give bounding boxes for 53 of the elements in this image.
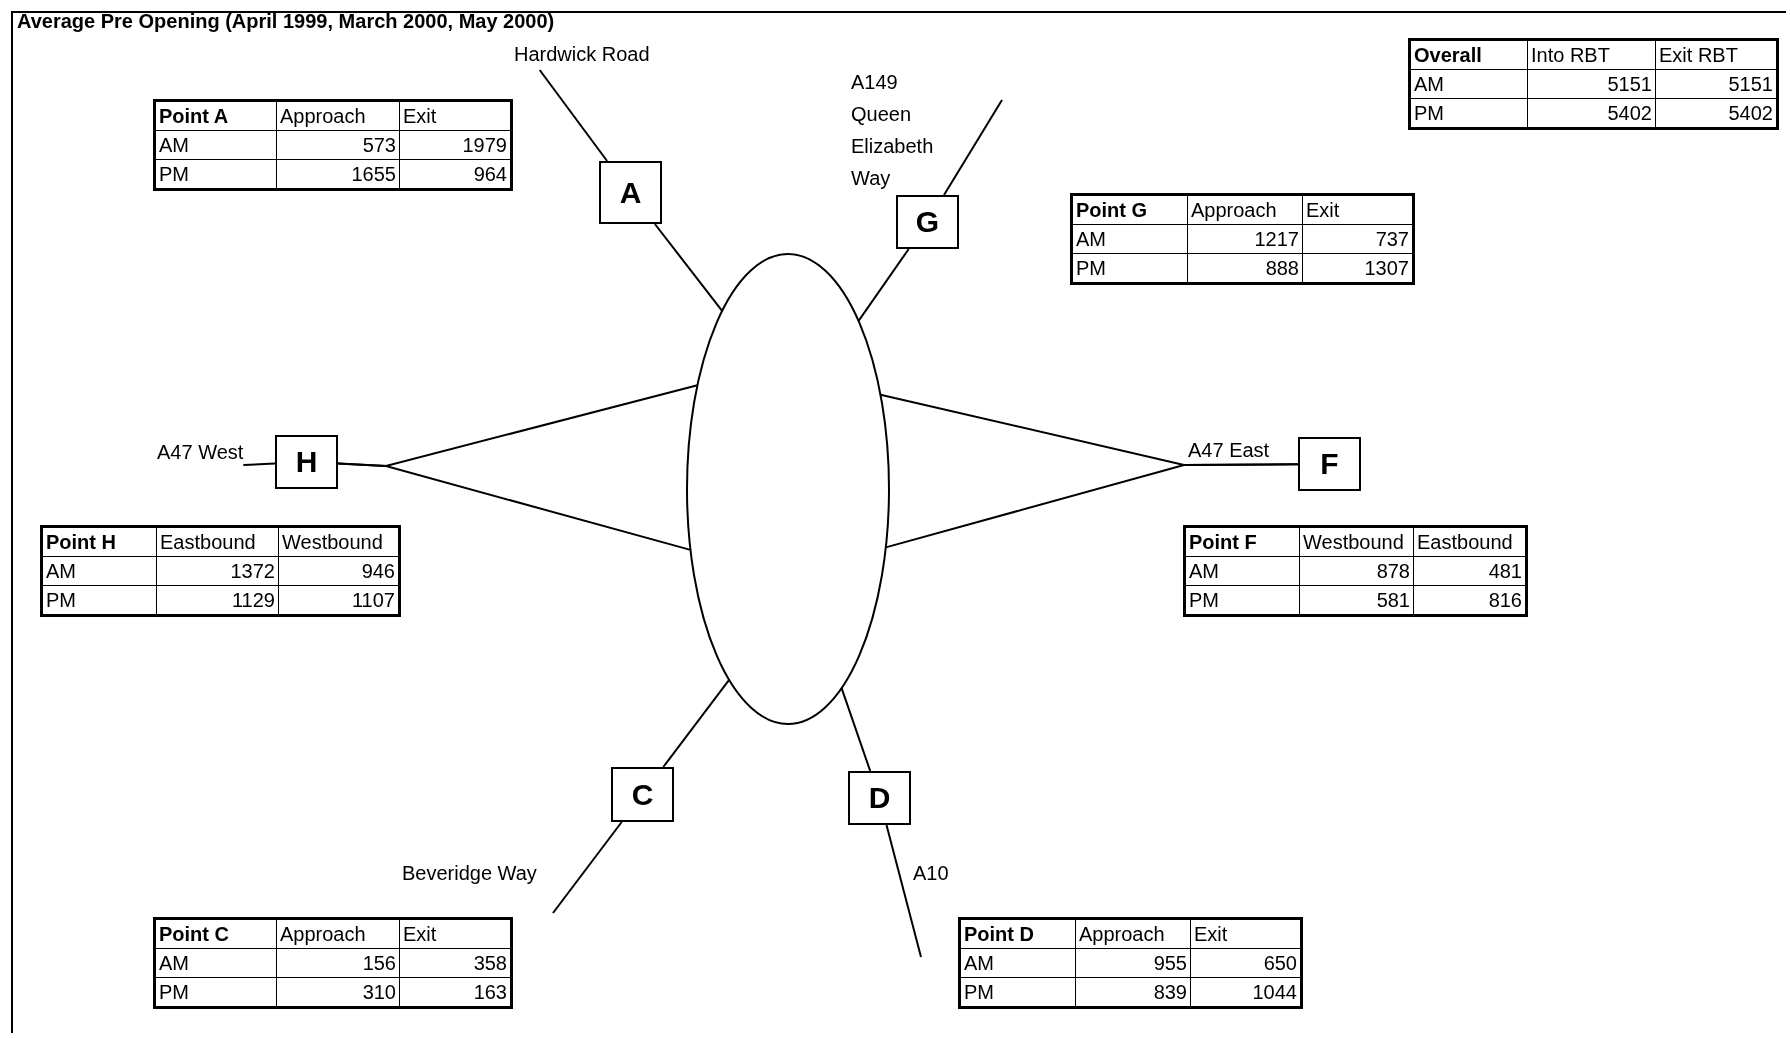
road-line: [242, 462, 276, 466]
table-cell: Point D: [959, 918, 1076, 949]
table-cell: Eastbound: [156, 526, 279, 557]
table-cell: 1217: [1187, 224, 1303, 254]
point-marker-box: F: [1298, 437, 1361, 491]
road-name: A47 East: [1188, 438, 1270, 463]
table-cell: AM: [154, 948, 277, 978]
table-cell: AM: [1409, 69, 1528, 99]
table-cell: Approach: [1075, 918, 1191, 949]
roundabout-ellipse: [686, 253, 890, 725]
table-cell: Point A: [154, 100, 277, 131]
table-cell: 5151: [1527, 69, 1656, 99]
road-line: [840, 687, 872, 772]
road-line: [662, 678, 731, 768]
road-line: [552, 821, 623, 914]
table-cell: Approach: [276, 918, 400, 949]
table-cell: Point F: [1184, 526, 1300, 557]
road-name: Hardwick Road: [514, 38, 650, 70]
table-cell: Overall: [1409, 39, 1528, 70]
road-line: [337, 462, 692, 551]
road-line: [857, 248, 910, 322]
table-cell: AM: [154, 130, 277, 160]
table-cell: 1372: [156, 556, 279, 586]
table-cell: 156: [276, 948, 400, 978]
road-line: [943, 99, 1003, 196]
table-cell: AM: [1071, 224, 1188, 254]
road-name: A149 Queen Elizabeth Way: [851, 70, 934, 191]
table-cell: 955: [1075, 948, 1191, 978]
road-name: Beveridge Way: [402, 861, 537, 886]
table-cell: Westbound: [1299, 526, 1414, 557]
table-cell: Point G: [1071, 194, 1188, 225]
table-cell: AM: [959, 948, 1076, 978]
diagram-title: Average Pre Opening (April 1999, March 2000, May 2000): [17, 10, 555, 33]
point-marker-box: G: [896, 195, 959, 249]
table-cell: 878: [1299, 556, 1414, 586]
table-cell: 573: [276, 130, 400, 160]
road-line: [884, 463, 1299, 549]
table-cell: Approach: [276, 100, 400, 131]
road-line: [885, 824, 922, 958]
table-cell: Approach: [1187, 194, 1303, 225]
point-marker-box: C: [611, 767, 674, 822]
road-name: A47 West: [157, 436, 244, 468]
point-marker-box: A: [599, 161, 662, 224]
road-line: [538, 69, 609, 162]
road-line: [653, 223, 724, 312]
table-cell: Point C: [154, 918, 277, 949]
point-marker-box: H: [275, 435, 338, 489]
point-marker-box: D: [848, 771, 911, 825]
table-cell: Point H: [41, 526, 157, 557]
road-name: A10: [913, 861, 949, 886]
table-cell: AM: [41, 556, 157, 586]
table-cell: Into RBT: [1527, 39, 1656, 70]
table-cell: AM: [1184, 556, 1300, 586]
